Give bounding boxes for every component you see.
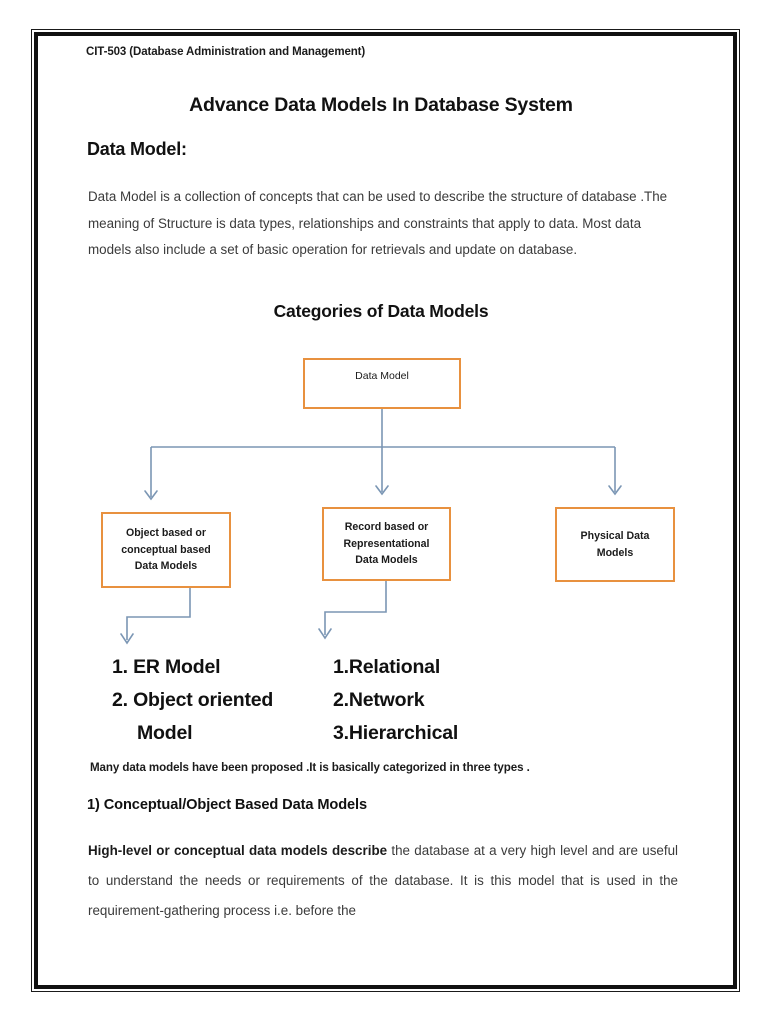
diagram-node-object-based: Object based or conceptual based Data Mo… bbox=[101, 512, 231, 588]
page-title: Advance Data Models In Database System bbox=[189, 94, 573, 116]
node-line-3: Data Models bbox=[134, 560, 198, 573]
paragraph-conceptual-lead: High-level or conceptual data models des… bbox=[88, 843, 388, 858]
heading-conceptual-models: 1) Conceptual/Object Based Data Models bbox=[87, 797, 368, 813]
note-line: Many data models have been proposed .It … bbox=[90, 761, 530, 774]
list-item: 1.Relational bbox=[333, 656, 441, 678]
page-border-outer bbox=[31, 29, 740, 992]
paragraph-conceptual-rest: the database at a very high level and ar… bbox=[88, 843, 678, 918]
list-object-based: 1. ER Model 2. Object oriented Model bbox=[112, 651, 312, 750]
paragraph-intro: Data Model is a collection of concepts t… bbox=[88, 189, 668, 257]
diagram-node-label: Data Model bbox=[355, 370, 409, 382]
list-item: 2.Network bbox=[333, 689, 425, 711]
node-line-1: Physical Data bbox=[580, 530, 650, 542]
paragraph-conceptual: High-level or conceptual data models des… bbox=[88, 836, 678, 926]
heading-data-model: Data Model: bbox=[87, 139, 187, 159]
course-code-header: CIT-503 (Database Administration and Man… bbox=[86, 46, 366, 58]
diagram-node-data-model: Data Model bbox=[303, 358, 461, 409]
page-border-inner bbox=[34, 32, 737, 989]
list-item: Model bbox=[137, 722, 193, 744]
node-line-2: conceptual based bbox=[121, 543, 211, 556]
node-line-3: Data Models bbox=[355, 554, 418, 567]
list-item: 3.Hierarchical bbox=[333, 722, 459, 744]
diagram-node-physical: Physical Data Models bbox=[555, 507, 675, 582]
list-item: 2. Object oriented bbox=[112, 689, 274, 711]
diagram-title: Categories of Data Models bbox=[273, 301, 489, 321]
node-line-1: Object based or bbox=[125, 527, 207, 540]
list-record-based: 1.Relational 2.Network 3.Hierarchical bbox=[333, 651, 553, 750]
list-item: 1. ER Model bbox=[112, 656, 221, 678]
node-line-2: Representational bbox=[343, 537, 430, 550]
node-line-1: Record based or bbox=[344, 521, 429, 534]
diagram-node-record-based: Record based or Representational Data Mo… bbox=[322, 507, 451, 581]
node-line-2: Models bbox=[596, 546, 634, 559]
